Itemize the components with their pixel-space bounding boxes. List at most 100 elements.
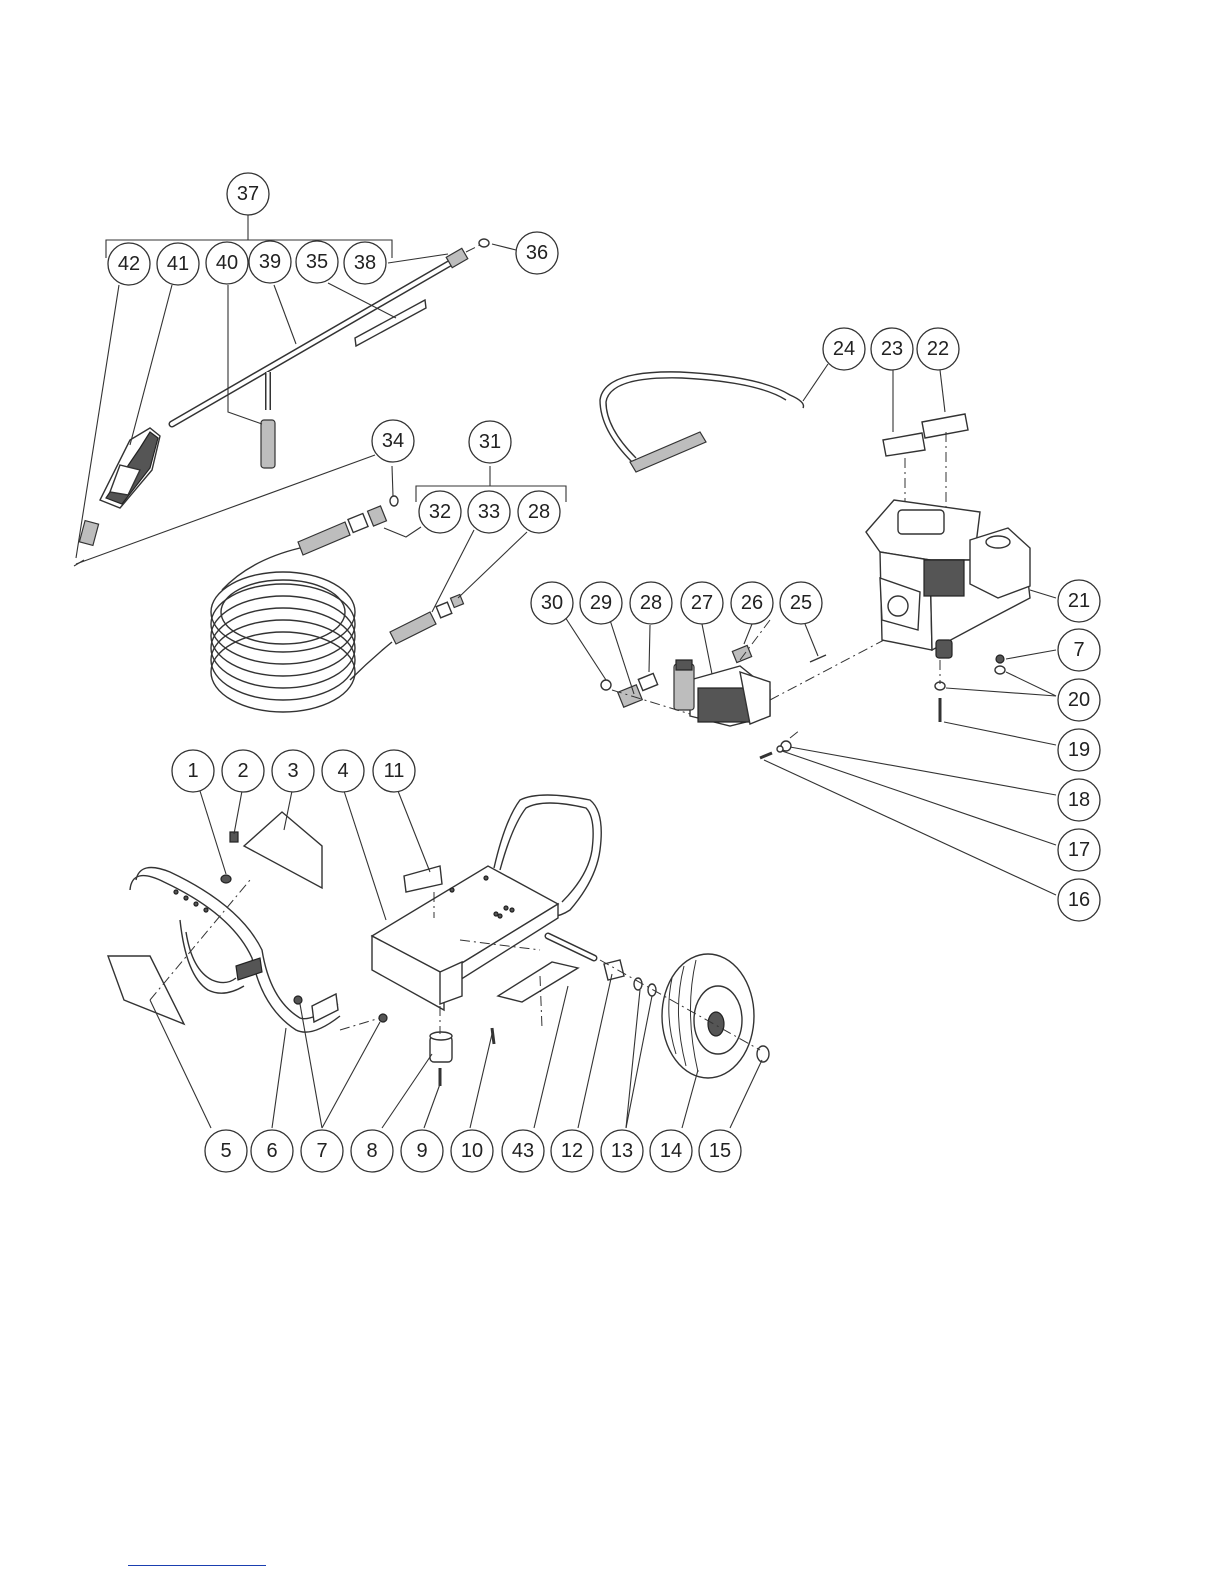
svg-text:18: 18 (1068, 789, 1090, 811)
svg-text:35: 35 (306, 251, 328, 273)
hose-fitting-upper (298, 496, 398, 555)
svg-text:34: 34 (382, 430, 404, 452)
svg-text:21: 21 (1068, 590, 1090, 612)
svg-text:19: 19 (1068, 739, 1090, 761)
gun-coupler (74, 521, 99, 566)
svg-text:28: 28 (640, 592, 662, 614)
svg-text:16: 16 (1068, 889, 1090, 911)
callout-27: 27 (681, 582, 723, 624)
callout-35: 35 (296, 241, 338, 283)
callout-25: 25 (780, 582, 822, 624)
callout-36: 36 (516, 232, 558, 274)
callout-15: 15 (699, 1130, 741, 1172)
callout-9: 9 (401, 1130, 443, 1172)
svg-text:1: 1 (187, 760, 198, 782)
callout-26: 26 (731, 582, 773, 624)
svg-text:22: 22 (927, 338, 949, 360)
svg-text:8: 8 (366, 1140, 377, 1162)
callout-32: 32 (419, 491, 461, 533)
detergent-hose (600, 364, 828, 472)
svg-text:15: 15 (709, 1140, 731, 1162)
svg-text:40: 40 (216, 252, 238, 274)
svg-text:38: 38 (354, 252, 376, 274)
callout-13: 13 (601, 1130, 643, 1172)
nozzle-tip (261, 372, 275, 468)
callout-8: 8 (351, 1130, 393, 1172)
trigger-gun (100, 428, 160, 508)
pump-assembly (565, 617, 884, 758)
callout-6: 6 (251, 1130, 293, 1172)
svg-text:13: 13 (611, 1140, 633, 1162)
callout-2: 2 (222, 750, 264, 792)
svg-text:27: 27 (691, 592, 713, 614)
svg-text:23: 23 (881, 338, 903, 360)
svg-text:39: 39 (259, 251, 281, 273)
svg-text:14: 14 (660, 1140, 682, 1162)
footer-link-underline[interactable] (128, 1565, 266, 1566)
callout-30: 30 (531, 582, 573, 624)
svg-text:32: 32 (429, 501, 451, 523)
callout-41: 41 (157, 243, 199, 285)
callout-42: 42 (108, 243, 150, 285)
callout-16: 16 (1058, 879, 1100, 921)
callout-37: 37 (227, 173, 269, 215)
callout-14: 14 (650, 1130, 692, 1172)
callout-24: 24 (823, 328, 865, 370)
callout-7-engine: 7 (1058, 629, 1100, 671)
callout-22: 22 (917, 328, 959, 370)
svg-text:5: 5 (220, 1140, 231, 1162)
svg-text:17: 17 (1068, 839, 1090, 861)
svg-text:4: 4 (337, 760, 348, 782)
svg-text:41: 41 (167, 253, 189, 275)
svg-text:20: 20 (1068, 689, 1090, 711)
callout-29: 29 (580, 582, 622, 624)
svg-text:7: 7 (316, 1140, 327, 1162)
svg-text:33: 33 (478, 501, 500, 523)
svg-text:2: 2 (237, 760, 248, 782)
callout-38: 38 (344, 242, 386, 284)
svg-text:3: 3 (287, 760, 298, 782)
callout-1: 1 (172, 750, 214, 792)
svg-text:43: 43 (512, 1140, 534, 1162)
callout-33: 33 (468, 491, 510, 533)
callout-31: 31 (469, 421, 511, 463)
callout-17: 17 (1058, 829, 1100, 871)
callout-39: 39 (249, 241, 291, 283)
lance-coupler (446, 239, 489, 268)
callout-20: 20 (1058, 679, 1100, 721)
callout-34: 34 (372, 420, 414, 462)
callout-28-pump: 28 (630, 582, 672, 624)
lance-tube (172, 262, 452, 424)
svg-text:9: 9 (416, 1140, 427, 1162)
callout-23: 23 (871, 328, 913, 370)
svg-text:30: 30 (541, 592, 563, 614)
callout-11: 11 (373, 750, 415, 792)
callout-21: 21 (1058, 580, 1100, 622)
svg-text:36: 36 (526, 242, 548, 264)
svg-text:31: 31 (479, 431, 501, 453)
svg-text:6: 6 (266, 1140, 277, 1162)
callout-3: 3 (272, 750, 314, 792)
callout-43: 43 (502, 1130, 544, 1172)
svg-text:28: 28 (528, 501, 550, 523)
engine-mount-hardware (764, 650, 1056, 895)
callout-4: 4 (322, 750, 364, 792)
wand-decal (355, 300, 426, 346)
callout-7-frame: 7 (301, 1130, 343, 1172)
callout-5: 5 (205, 1130, 247, 1172)
callout-18: 18 (1058, 779, 1100, 821)
svg-text:37: 37 (237, 183, 259, 205)
svg-text:12: 12 (561, 1140, 583, 1162)
hose-fitting-lower (390, 594, 464, 644)
callout-10: 10 (451, 1130, 493, 1172)
callout-19: 19 (1058, 729, 1100, 771)
svg-text:29: 29 (590, 592, 612, 614)
svg-text:42: 42 (118, 253, 140, 275)
svg-text:7: 7 (1073, 639, 1084, 661)
svg-text:11: 11 (384, 760, 405, 782)
svg-text:10: 10 (461, 1140, 483, 1162)
wheel (662, 954, 754, 1078)
svg-text:25: 25 (790, 592, 812, 614)
svg-text:24: 24 (833, 338, 855, 360)
